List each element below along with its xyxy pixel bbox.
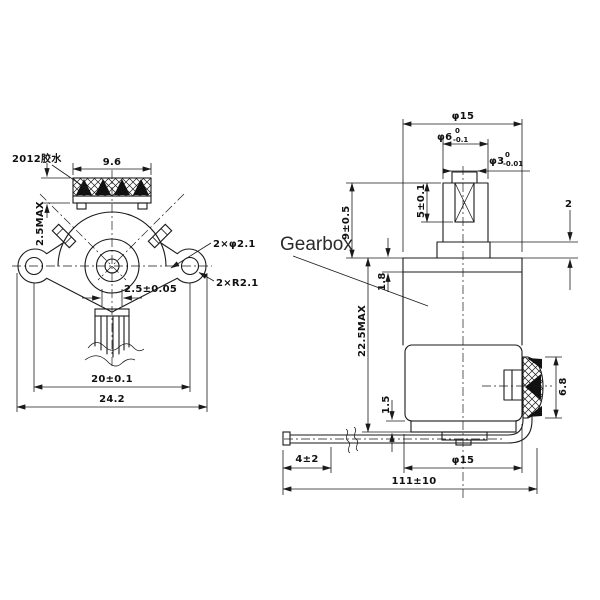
output-shaft — [451, 171, 478, 184]
wire-break-line — [87, 342, 145, 352]
dim-collar-dia: φ6 — [437, 132, 452, 143]
gear-tooth — [95, 179, 111, 195]
dim-lead-length: 111±10 — [392, 476, 437, 487]
dim-collar-tol-upper: 0 — [455, 127, 460, 135]
lead-wire-tip — [282, 431, 291, 446]
gear-tooth — [133, 179, 149, 195]
dim-shaft-dia: φ3 — [489, 156, 504, 167]
mount-hole-right — [180, 256, 200, 276]
dim-mount-radius: 2×R2.1 — [216, 278, 259, 289]
dim-lead-tip-length: 4±2 — [295, 454, 318, 465]
screw-right — [147, 223, 173, 249]
shaft-collar — [442, 182, 489, 243]
side-view-dimensions: φ15 φ6 0 -0.1 φ3 0 -0.01 5±0.1 9±0.5 2 1 — [280, 111, 578, 495]
connector-wedge — [525, 374, 541, 400]
label-glue-note: 2012胶水 — [12, 152, 62, 165]
motor-base-step — [441, 431, 488, 441]
dim-body-dia-bottom: φ15 — [452, 455, 475, 466]
lead-wire-inner — [289, 416, 524, 436]
motor-base-plate — [410, 420, 517, 433]
dim-gear-width: 9.6 — [103, 157, 122, 168]
boss-step — [436, 241, 491, 259]
connector-wedge — [527, 406, 542, 417]
bearing-cross — [454, 182, 475, 223]
centerline-diagonal-right — [97, 193, 185, 281]
centerline-diagonal-left — [39, 193, 127, 281]
dim-shaft-tol-upper: 0 — [505, 151, 510, 159]
dim-boss-height: 2 — [565, 199, 572, 210]
gearbox-leader-line — [292, 255, 429, 307]
dim-gear-height: 2.5MAX — [35, 201, 46, 246]
dim-collar-tol-lower: -0.1 — [453, 136, 468, 144]
dim-plate-offset: 1.8 — [377, 272, 388, 291]
gear-foot-left — [76, 202, 87, 210]
dim-hole-spacing: 20±0.1 — [91, 374, 133, 385]
dim-connector-height: 6.8 — [558, 377, 569, 396]
front-view-geometry — [12, 170, 212, 368]
wire-break-line — [84, 355, 136, 367]
connector-neck — [503, 369, 524, 401]
dim-base-thickness: 1.5 — [381, 395, 392, 414]
gear-tooth — [114, 179, 130, 195]
bearing-box — [454, 182, 475, 223]
dim-body-dia-top: φ15 — [452, 111, 475, 122]
side-view-geometry — [282, 166, 552, 500]
lead-wire-break — [345, 426, 359, 454]
connector-wedge — [527, 358, 542, 369]
lead-wire-outer — [289, 416, 533, 444]
gear-foot-right — [137, 202, 148, 210]
screw-left — [51, 223, 77, 249]
dim-overall-width: 24.2 — [99, 394, 125, 405]
dim-bearing-length: 5±0.1 — [416, 183, 427, 218]
dim-body-length: 22.5MAX — [357, 305, 368, 357]
front-view-dimensions: 9.6 2012胶水 2.5MAX 2×φ2.1 2×R2.1 2.5±0.05… — [12, 152, 259, 412]
dim-shaft-extension: 9±0.5 — [341, 205, 352, 240]
gearbox-body — [402, 257, 523, 346]
dim-shaft-bore: 2.5±0.05 — [124, 284, 177, 295]
label-gearbox: Gearbox — [280, 234, 353, 255]
dim-mount-holes: 2×φ2.1 — [213, 239, 256, 250]
dim-shaft-tol-lower: -0.01 — [503, 160, 523, 168]
